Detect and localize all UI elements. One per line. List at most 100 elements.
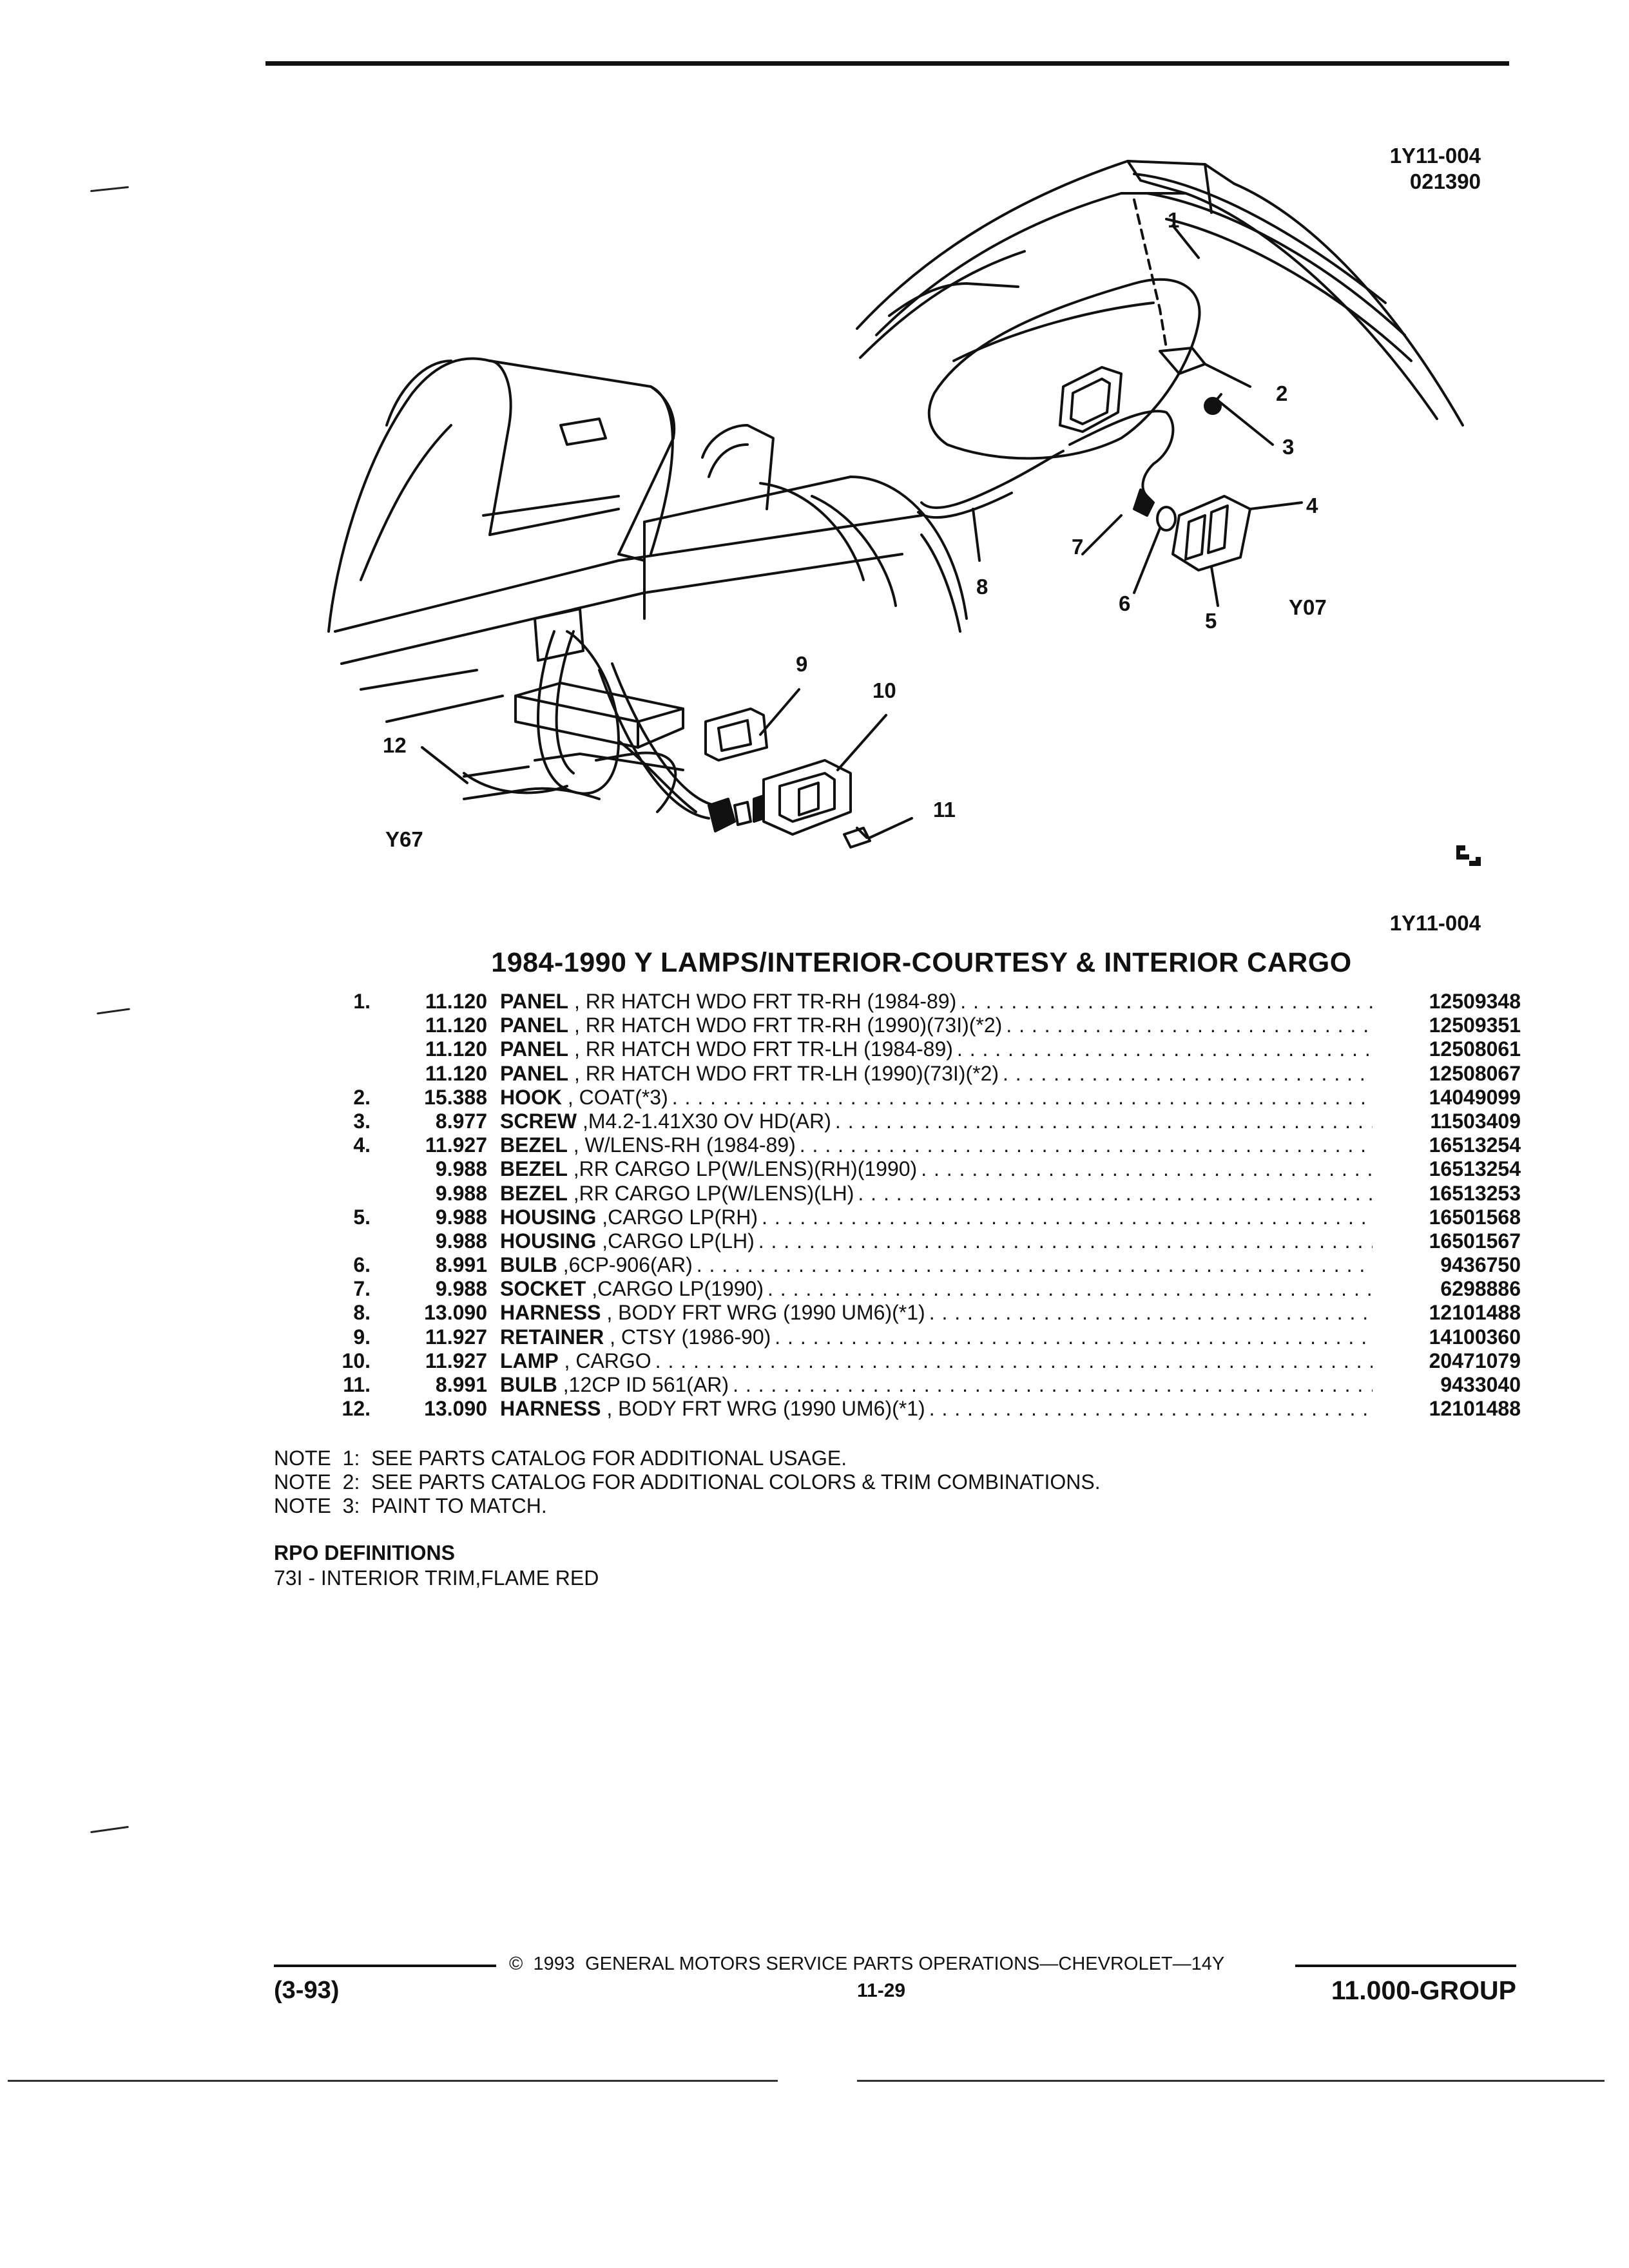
rpo-heading: RPO DEFINITIONS	[274, 1541, 455, 1564]
group-code: 11.120	[425, 1037, 487, 1061]
part-name: HOOK	[500, 1085, 562, 1109]
part-number: 16513254	[1429, 1133, 1521, 1157]
item-number: 5.	[353, 1205, 371, 1229]
part-number: 16501567	[1429, 1229, 1521, 1253]
part-spec: , BODY FRT WRG (1990 UM6)(*1)	[601, 1397, 925, 1421]
part-spec: , RR HATCH WDO FRT TR-RH (1990)(73I)(*2)	[568, 1014, 1003, 1037]
parts-row: 11.120 PANEL , RR HATCH WDO FRT TR-RH (19…	[316, 1014, 1521, 1037]
notes-block: NOTE 1: SEE PARTS CATALOG FOR ADDITIONAL…	[274, 1446, 1101, 1518]
group-code: 11.927	[425, 1349, 487, 1372]
footer-rule-right	[1295, 1965, 1516, 1967]
description-text: BULB ,6CP-906(AR)	[487, 1253, 697, 1277]
group-code: 8.991	[435, 1253, 487, 1277]
part-name: PANEL	[500, 1014, 569, 1037]
top-rule	[265, 61, 1509, 66]
part-number: 11503409	[1430, 1109, 1521, 1133]
item-number: 9.	[353, 1325, 371, 1349]
description-text: BULB ,12CP ID 561(AR)	[487, 1373, 733, 1396]
description-text: PANEL , RR HATCH WDO FRT TR-RH (1984-89)	[487, 990, 961, 1013]
item-number: 4.	[353, 1133, 371, 1157]
part-description: SCREW ,M4.2-1.41X30 OV HD(AR)	[487, 1109, 1373, 1133]
description-text: RETAINER , CTSY (1986-90)	[487, 1325, 775, 1349]
part-name: BEZEL	[500, 1157, 568, 1181]
item-number: 10.	[342, 1349, 371, 1372]
group-code: 11.927	[425, 1325, 487, 1349]
binder-mark	[90, 1825, 129, 1834]
gm-service-parts-logo	[1456, 845, 1481, 866]
group-code: 11.120	[425, 1014, 487, 1037]
figure-code-top: 1Y11-004 021390	[1390, 143, 1481, 195]
part-description: SOCKET ,CARGO LP(1990)	[487, 1277, 1373, 1301]
part-number: 12509351	[1429, 1014, 1521, 1037]
part-name: BEZEL	[500, 1181, 568, 1205]
part-spec: ,RR CARGO LP(W/LENS)(RH)(1990)	[567, 1157, 918, 1181]
item-number: 6.	[353, 1253, 371, 1277]
item-number: 3.	[353, 1109, 371, 1133]
part-description: HOUSING ,CARGO LP(RH)	[487, 1205, 1373, 1229]
part-name: PANEL	[500, 990, 569, 1013]
part-description: BEZEL , W/LENS-RH (1984-89)	[487, 1133, 1373, 1157]
binder-mark	[97, 1008, 130, 1015]
bottom-rule-right	[857, 2080, 1605, 2082]
figure-code-bottom: 1Y11-004	[1389, 911, 1481, 935]
part-description: BEZEL ,RR CARGO LP(W/LENS)(RH)(1990)	[487, 1157, 1373, 1181]
part-spec: ,M4.2-1.41X30 OV HD(AR)	[577, 1109, 831, 1133]
option-label-y07: Y07	[1289, 595, 1327, 619]
part-spec: , W/LENS-RH (1984-89)	[567, 1133, 796, 1157]
part-name: SCREW	[500, 1109, 577, 1133]
part-number: 12101488	[1429, 1397, 1521, 1421]
part-name: BEZEL	[500, 1133, 568, 1157]
callout-6: 6	[1119, 591, 1131, 615]
callout-9: 9	[796, 652, 808, 676]
group-code: 13.090	[424, 1301, 487, 1325]
part-description: BULB ,12CP ID 561(AR)	[487, 1373, 1373, 1397]
description-text: PANEL , RR HATCH WDO FRT TR-LH (1990)(73…	[487, 1061, 1003, 1085]
figure-date-code: 021390	[1409, 169, 1481, 193]
part-name: LAMP	[500, 1349, 559, 1372]
description-text: BEZEL ,RR CARGO LP(W/LENS)(LH)	[487, 1181, 858, 1205]
part-spec: ,CARGO LP(RH)	[596, 1205, 758, 1229]
part-description: LAMP , CARGO	[487, 1349, 1373, 1373]
group-code: 11.120	[425, 1061, 487, 1085]
part-description: HARNESS , BODY FRT WRG (1990 UM6)(*1)	[487, 1397, 1373, 1421]
group-code: 15.388	[424, 1085, 487, 1109]
part-number: 6298886	[1440, 1277, 1521, 1301]
footer-revision-date: (3-93)	[274, 1977, 340, 2004]
part-number: 16513254	[1429, 1157, 1521, 1181]
group-code: 13.090	[424, 1397, 487, 1421]
part-description: HARNESS , BODY FRT WRG (1990 UM6)(*1)	[487, 1301, 1373, 1325]
part-name: BULB	[500, 1253, 557, 1277]
part-number: 9436750	[1440, 1253, 1521, 1277]
group-code: 9.988	[435, 1205, 487, 1229]
part-number: 12508067	[1429, 1061, 1521, 1085]
group-code: 9.988	[435, 1157, 487, 1181]
option-label-y67: Y67	[385, 827, 423, 851]
callout-4: 4	[1306, 494, 1318, 517]
part-description: PANEL , RR HATCH WDO FRT TR-RH (1984-89)	[487, 990, 1373, 1014]
part-spec: , RR HATCH WDO FRT TR-LH (1984-89)	[568, 1037, 953, 1061]
part-name: PANEL	[500, 1037, 569, 1061]
exploded-diagram: 1 2 3 4 5 6 7 8 9 10 11 12 Y07 Y67 1Y11-…	[0, 0, 1629, 941]
part-name: HARNESS	[500, 1397, 601, 1421]
part-spec: , COAT(*3)	[562, 1085, 668, 1109]
note-2: NOTE 2: SEE PARTS CATALOG FOR ADDITIONAL…	[274, 1470, 1101, 1494]
group-code: 9.988	[435, 1181, 487, 1205]
parts-row: 11.120 PANEL , RR HATCH WDO FRT TR-LH (19…	[316, 1037, 1521, 1061]
diagram-drawing	[327, 160, 1464, 849]
description-text: HOOK , COAT(*3)	[487, 1085, 672, 1109]
callout-5: 5	[1205, 609, 1217, 633]
group-code: 8.977	[435, 1109, 487, 1133]
part-name: PANEL	[500, 1061, 569, 1085]
note-1: NOTE 1: SEE PARTS CATALOG FOR ADDITIONAL…	[274, 1446, 847, 1470]
note-3: NOTE 3: PAINT TO MATCH.	[274, 1494, 547, 1517]
part-number: 12509348	[1429, 990, 1521, 1013]
callout-10: 10	[872, 678, 896, 702]
callout-3: 3	[1282, 435, 1295, 459]
